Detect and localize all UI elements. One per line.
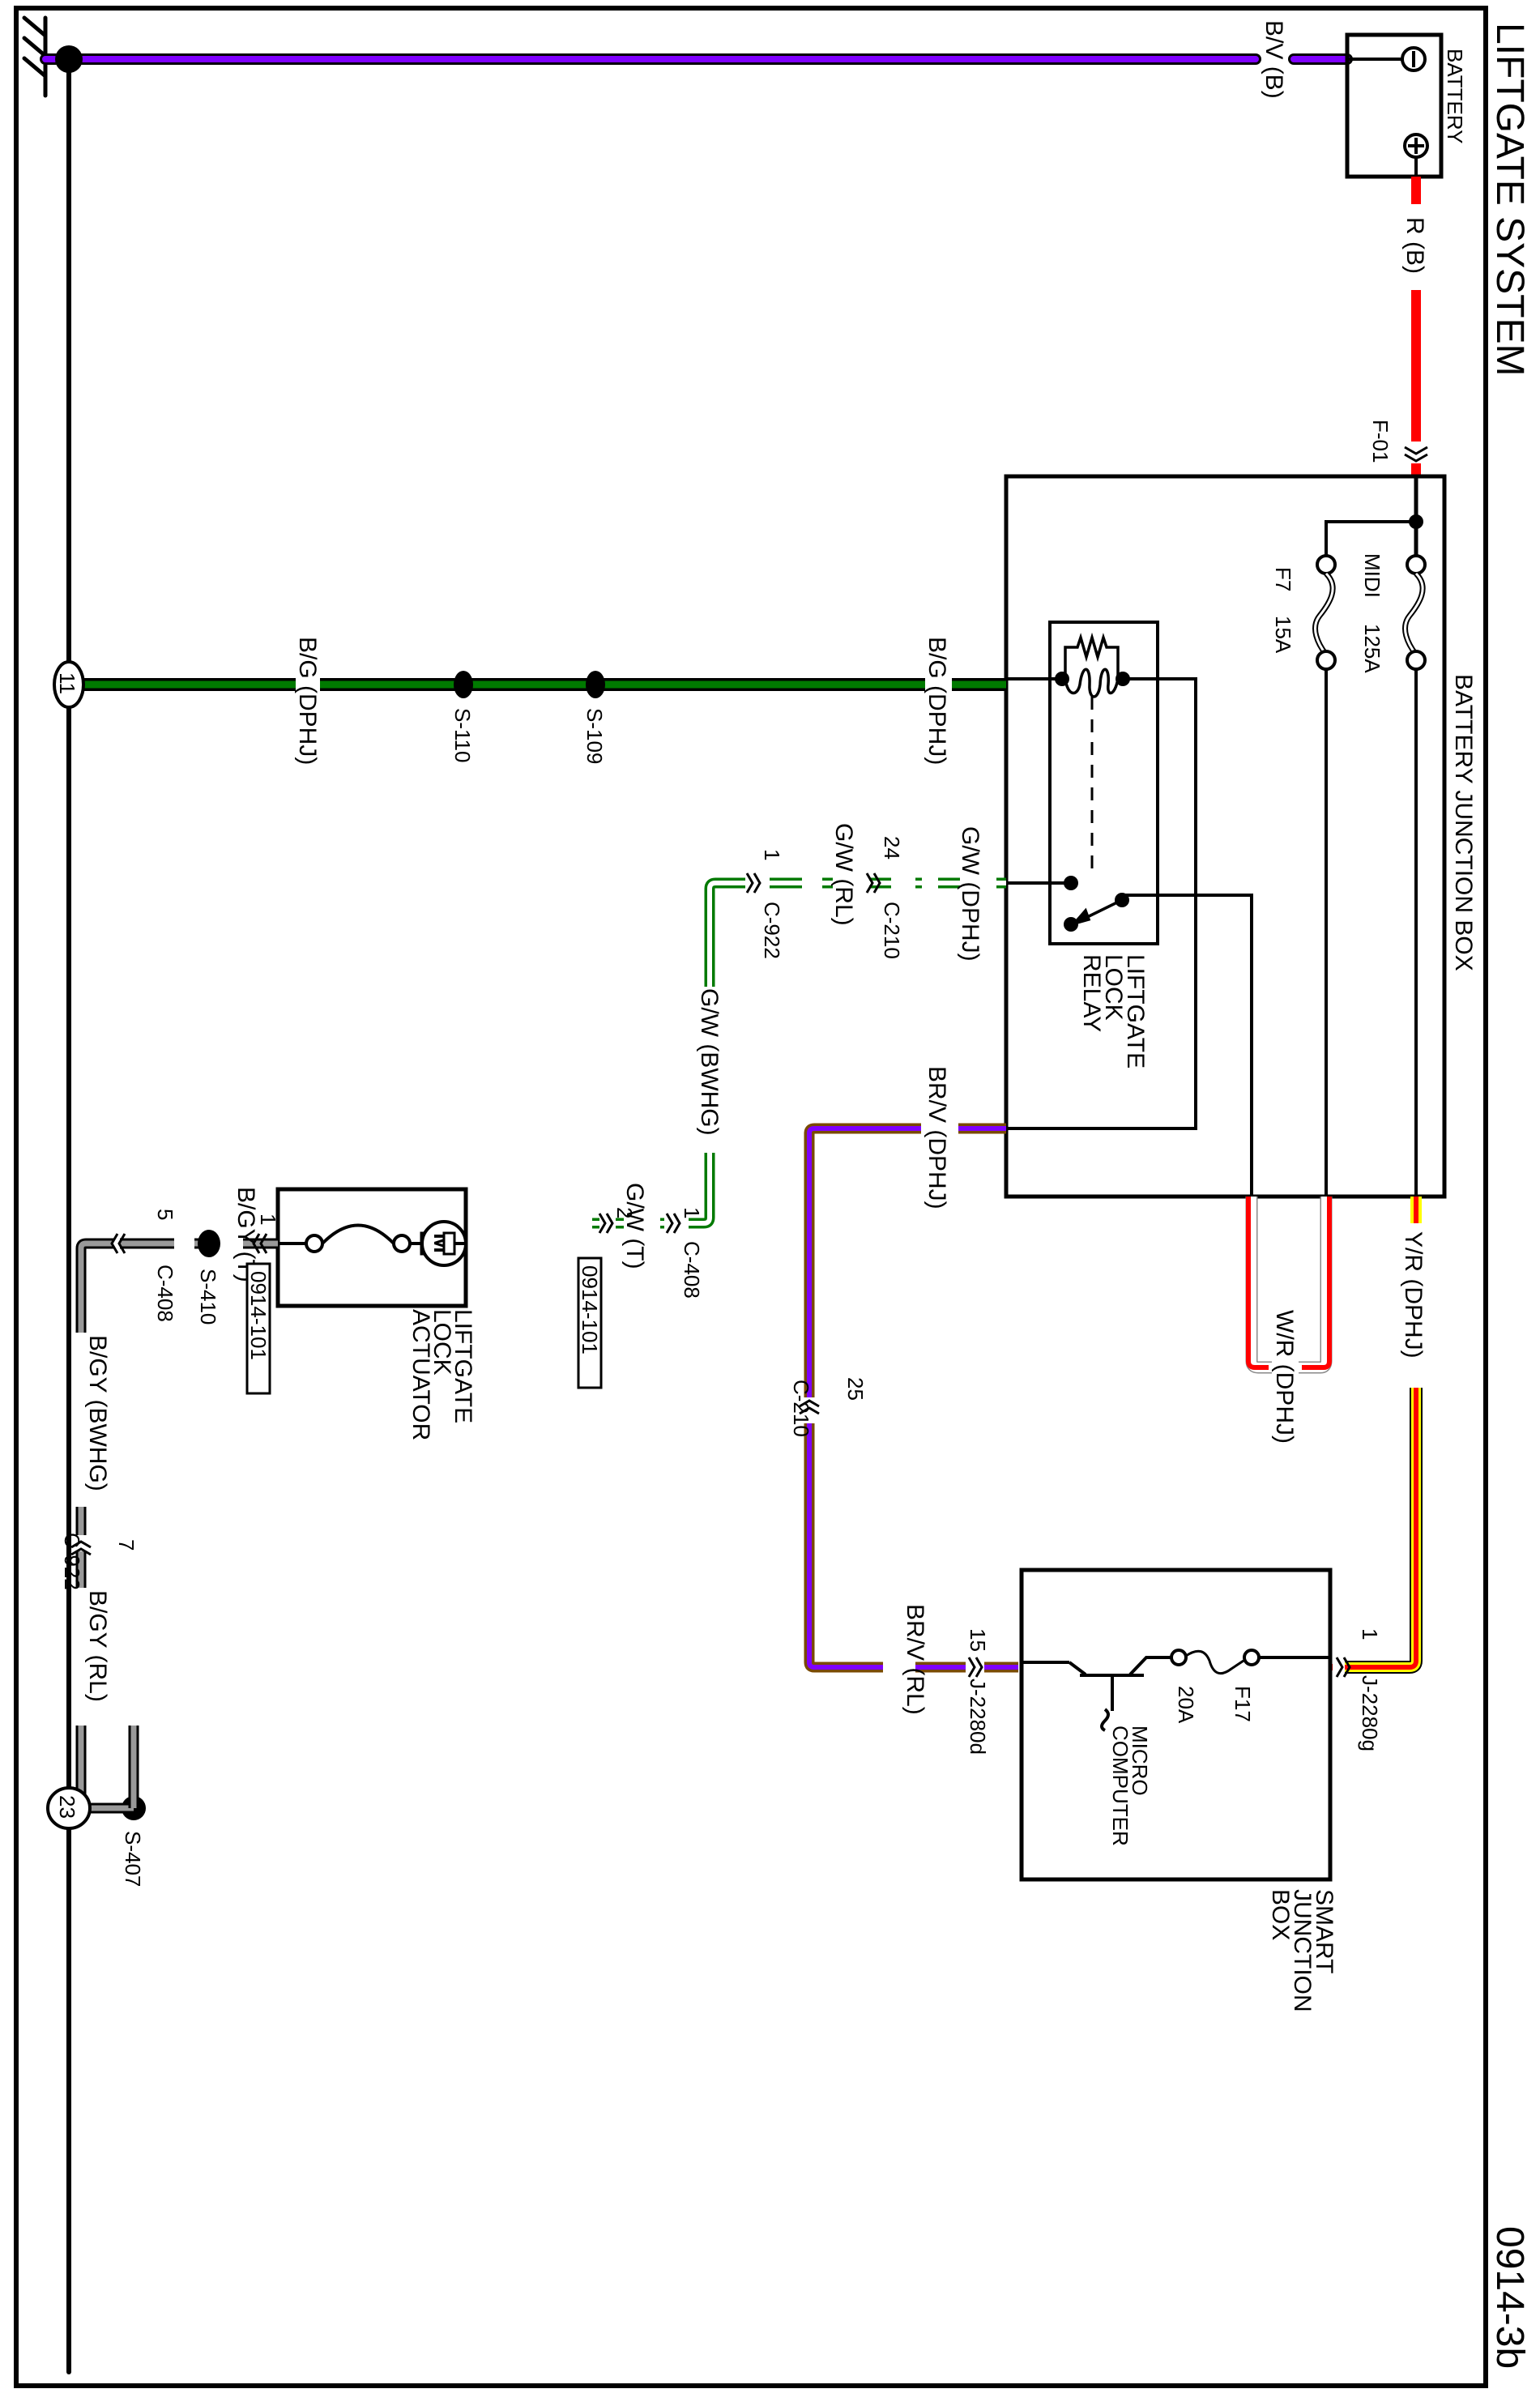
connector-f01-icon [1404,446,1428,463]
wire-label-gw-t: G/W (T) [621,1183,648,1269]
wire-label-bg-dphj-left: B/G (DPHJ) [294,637,321,765]
actuator-label-line3: ACTUATOR [407,1309,434,1440]
wire-label-bgy-bwhg: B/GY (BWHG) [84,1335,111,1491]
actuator-pin2-ref: 0914-101 [578,1265,602,1354]
smart-junction-box [1019,1568,1333,1882]
connector-c922-1-id: C-922 [760,902,784,959]
fuse-f17-rating: 20A [1174,1686,1198,1724]
smart-junction-box-label-line2: JUNCTION [1289,1889,1316,2012]
ground-point-23-label: 23 [55,1795,79,1819]
splice-s110-label: S-110 [450,708,475,762]
splice-s407-label: S-407 [121,1831,145,1887]
actuator-label-line2: LOCK [429,1309,455,1376]
fuse-midi-icon [1402,554,1427,671]
connector-c922-7-pin: 7 [114,1539,139,1551]
connector-c210-25-icon [799,1399,820,1415]
wire-label-r-b: R (B) [1401,217,1428,274]
connector-c210-24-id: C-210 [880,902,904,959]
connector-c922-7-id: C-922 [60,1533,84,1590]
splice-s410-dot [198,1230,220,1257]
connector-j2280g-1-pin: 1 [1358,1628,1382,1640]
splice-s110-dot [454,671,473,698]
connector-c210-24-icon [865,872,881,894]
connector-c408-5-id: C-408 [153,1265,177,1322]
ground-point-23 [46,1786,92,1830]
fuse-f17-name: F17 [1231,1686,1255,1722]
connector-actuator-pin1-icon [252,1233,268,1254]
connector-j2280g-1-id: J-2280g [1358,1675,1382,1751]
relay-label-line2: LOCK [1100,954,1127,1021]
connector-j2280d-15-id: J-2280d [966,1679,990,1755]
splice-s109-dot [586,671,605,698]
smart-junction-box-label-line1: SMART [1311,1889,1337,1973]
micro-computer-label-line1: MICRO [1128,1726,1152,1796]
connector-c210-25-pin: 25 [843,1377,868,1401]
wire-label-brv-dphj: BR/V (DPHJ) [924,1066,950,1209]
actuator-pin1-ref: 0914-101 [246,1271,271,1360]
connector-c922-7-icon [70,1540,92,1556]
wire-label-bv-b: B/V (B) [1261,20,1287,99]
ground-icon [22,15,48,98]
connector-c408-1-id: C-408 [680,1241,704,1299]
splice-s109-label: S-109 [582,708,607,764]
ground-point-11-label: 11 [55,672,79,694]
connector-actuator-pin2-icon [598,1213,614,1234]
actuator-label-line1: LIFTGATE [450,1309,476,1423]
connector-actuator-pin2-pin: 2 [612,1207,637,1218]
fuse-midi-rating: 125A [1360,624,1384,673]
wire-label-wr-dphj: W/R (DPHJ) [1271,1310,1298,1444]
page-frame [14,6,1488,2388]
ground-splice-dot [55,45,83,73]
connector-j2280g-1-icon [1335,1657,1351,1678]
battery-junction-box [1004,474,1447,1199]
relay-label-line1: LIFTGATE [1122,954,1149,1069]
connector-actuator-pin1-pin: 1 [256,1214,280,1225]
actuator-switch-icon [321,1223,395,1245]
wire-label-gw-bwhg: G/W (BWHG) [696,988,723,1136]
wire-label-yr-dphj: Y/R (DPHJ) [1400,1231,1427,1359]
wire-label-bgy-rl: B/GY (RL) [84,1590,111,1702]
page-title: LIFTGATE SYSTEM [1488,23,1531,377]
page-code: 0914-3b [1488,2226,1531,2369]
relay-coil-icon [1064,632,1120,698]
connector-c408-1-pin: 1 [680,1207,704,1218]
connector-c210-25-id: C-210 [789,1380,813,1437]
transistor-icon [1068,1656,1172,1732]
battery-junction-box-label: BATTERY JUNCTION BOX [1450,674,1477,971]
fuse-f7-rating: 15A [1271,616,1295,654]
relay-box [1048,621,1159,945]
relay-switch-icon [1069,898,1123,927]
fuse-f7-name: F7 [1271,567,1295,591]
actuator-pin1-ref-box [245,1262,271,1395]
connector-c408-5-icon [110,1233,126,1254]
wire-label-gw-rl: G/W (RL) [830,823,857,926]
fuse-midi-name: MIDI [1360,553,1384,598]
wire-wr [1245,1197,1333,1374]
battery-box [1345,32,1444,179]
connector-c408-5-pin: 5 [153,1209,177,1220]
wire-label-brv-rl: BR/V (RL) [902,1604,928,1715]
fuse-f7-icon [1312,554,1337,671]
connector-f01-label: F-01 [1368,420,1393,463]
actuator-pin2-ref-box [577,1256,603,1389]
battery-label: BATTERY [1443,49,1467,144]
connector-c408-1-icon [665,1213,681,1234]
fuse-f17-icon [1185,1649,1244,1675]
connector-c210-24-pin: 24 [880,836,904,860]
connector-j2280d-15-icon [967,1657,983,1678]
wire-gw [592,867,1006,1239]
wire-yr [1329,1197,1423,1674]
ground-point-11 [53,660,85,709]
connector-c922-1-icon [745,872,761,894]
micro-computer-label-line2: COMPUTER [1108,1726,1133,1846]
wire-brv [804,1123,1018,1673]
splice-s410-label: S-410 [196,1269,220,1325]
relay-label-line3: RELAY [1078,954,1105,1032]
smart-junction-box-label-line3: BOX [1267,1889,1294,1940]
connector-c922-1-pin: 1 [760,849,784,860]
wire-label-gw-dphj: G/W (DPHJ) [957,826,983,962]
wire-label-bg-dphj-right: B/G (DPHJ) [924,637,950,765]
connector-j2280d-15-pin: 15 [966,1628,990,1652]
